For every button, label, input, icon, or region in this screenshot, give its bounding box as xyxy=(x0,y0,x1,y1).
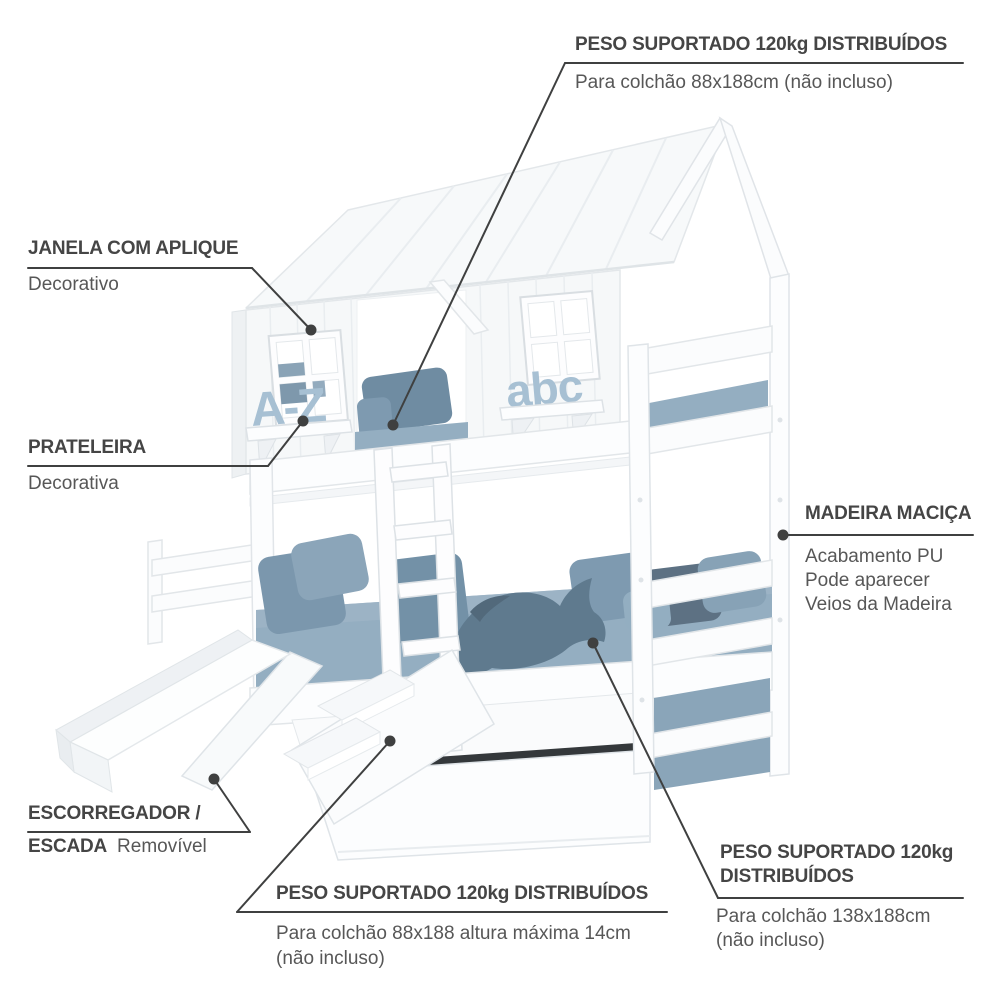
right-weight-line-2: (não incluso) xyxy=(716,930,825,951)
callout-window-title: JANELA COM APLIQUE xyxy=(28,238,239,259)
callout-bottom-weight-description: Para colchão 88x188 altura máxima 14cm (… xyxy=(276,921,631,971)
callout-top-weight-description: Para colchão 88x188cm (não incluso) xyxy=(575,72,893,93)
dot-wood xyxy=(777,529,789,541)
dot-shelf xyxy=(297,415,309,427)
callout-window-description: Decorativo xyxy=(28,274,119,295)
dot-right-weight xyxy=(587,637,599,649)
wood-line-3: Veios da Madeira xyxy=(805,594,952,615)
right-weight-title-line-1: PESO SUPORTADO 120kg xyxy=(720,842,954,863)
window-2 xyxy=(519,289,601,387)
callout-slide-subtitle: ESCADA Removível xyxy=(28,835,207,859)
leader-slide xyxy=(213,778,251,833)
callout-wood-description: Acabamento PU Pode aparecer Veios da Mad… xyxy=(805,545,952,617)
right-weight-line-1: Para colchão 138x188cm xyxy=(716,906,931,927)
slide-subtitle-bold: ESCADA xyxy=(28,836,108,857)
leader-bottom-weight xyxy=(236,740,391,913)
window-shelf: A-Z xyxy=(245,379,353,472)
callout-right-weight-description: Para colchão 138x188cm (não incluso) xyxy=(716,905,930,953)
right-weight-title-line-2: DISTRIBUÍDOS xyxy=(720,866,854,887)
dot-window xyxy=(305,324,317,336)
slide-subtitle-note: Removível xyxy=(117,836,207,857)
window-1 xyxy=(267,328,349,427)
roof-plank-seams xyxy=(305,137,667,303)
leader-right-weight xyxy=(592,642,719,899)
slide xyxy=(55,629,324,793)
leader-shelf xyxy=(267,420,304,467)
upper-bunk-opening xyxy=(355,279,490,463)
callout-top-weight-title: PESO SUPORTADO 120kg DISTRIBUÍDOS xyxy=(575,34,948,55)
callout-bottom-weight-title: PESO SUPORTADO 120kg DISTRIBUÍDOS xyxy=(276,883,649,904)
leader-window xyxy=(251,267,312,331)
callout-right-weight-title: PESO SUPORTADO 120kg DISTRIBUÍDOS xyxy=(720,841,953,889)
roof xyxy=(245,123,727,310)
dot-slide xyxy=(208,773,220,785)
bottom-weight-line-1: Para colchão 88x188 altura máxima 14cm xyxy=(276,923,631,944)
dot-top-weight xyxy=(387,419,399,431)
roof-strut xyxy=(428,279,490,335)
callout-slide-title: ESCORREGADOR / xyxy=(28,803,201,824)
bottom-weight-line-2: (não incluso) xyxy=(276,948,385,969)
upper-bunk-side-rails xyxy=(635,325,773,457)
wood-line-2: Pode aparecer xyxy=(805,570,930,591)
right-post xyxy=(769,273,790,777)
leader-top-weight xyxy=(392,62,566,426)
callout-lines xyxy=(27,62,974,913)
slide-right-wall xyxy=(180,651,324,791)
dot-bottom-weight xyxy=(384,735,396,747)
wood-line-1: Acabamento PU xyxy=(805,546,944,567)
callout-shelf-title: PRATELEIRA xyxy=(28,437,146,458)
callout-shelf-description: Decorativa xyxy=(28,473,119,494)
gable-frame xyxy=(648,116,790,777)
callout-wood-title: MADEIRA MACIÇA xyxy=(805,503,972,524)
lower-bunk-head-rails xyxy=(147,539,259,645)
center-post xyxy=(627,343,655,775)
